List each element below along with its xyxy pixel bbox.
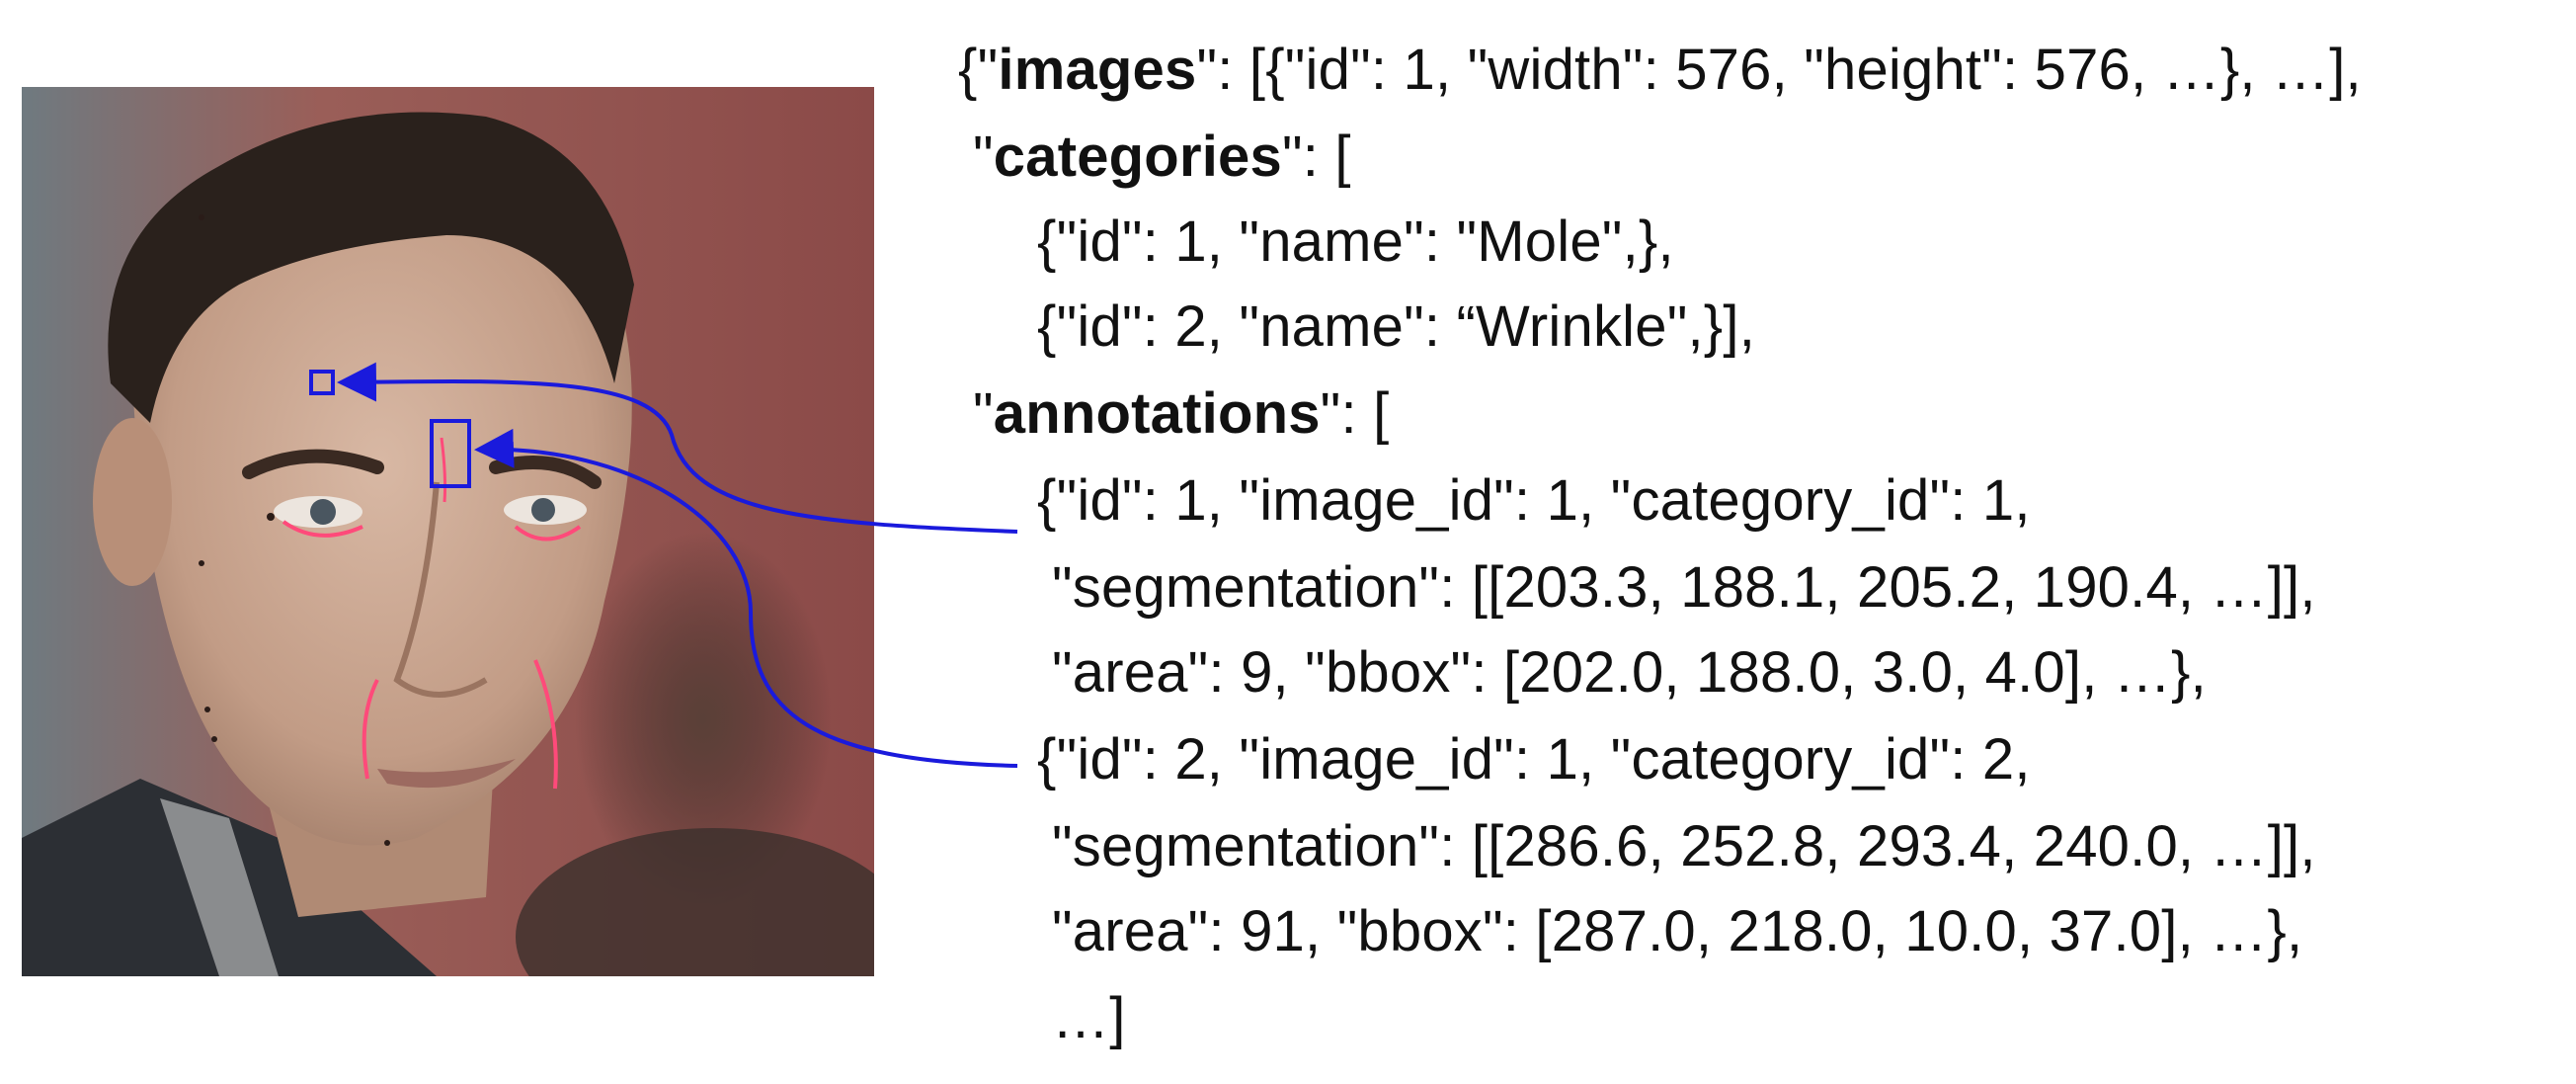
wrinkle-annotation-right-eye — [514, 525, 582, 542]
face-illustration — [22, 87, 874, 976]
nose — [393, 481, 488, 698]
face-photo — [22, 87, 874, 976]
right-iris — [531, 498, 555, 522]
wrinkle-annotation-right-cheek — [533, 659, 558, 790]
ear — [93, 418, 172, 586]
collar-stripe — [160, 798, 279, 976]
hair — [108, 112, 635, 424]
mole-mark — [199, 560, 204, 566]
wrinkle-annotation-left-eye — [282, 520, 363, 538]
left-iris — [310, 499, 336, 525]
mole-mark — [199, 214, 204, 220]
bbox-wrinkle — [430, 419, 471, 488]
arrow-annotation-2 — [474, 428, 1018, 768]
blurred-person — [575, 532, 832, 907]
mole-mark — [267, 513, 275, 521]
wrinkle-annotation-forehead — [440, 437, 447, 503]
face — [129, 151, 632, 846]
arrow-annotation-1 — [337, 362, 1018, 534]
mole-mark — [204, 707, 210, 712]
blurred-shoulder — [516, 828, 874, 976]
bbox-mole — [309, 370, 335, 395]
mole-mark — [384, 840, 390, 846]
mole-mark — [211, 736, 217, 742]
wrinkle-annotation-left-cheek — [362, 679, 379, 780]
left-eyebrow — [242, 449, 384, 479]
mouth — [377, 759, 516, 789]
